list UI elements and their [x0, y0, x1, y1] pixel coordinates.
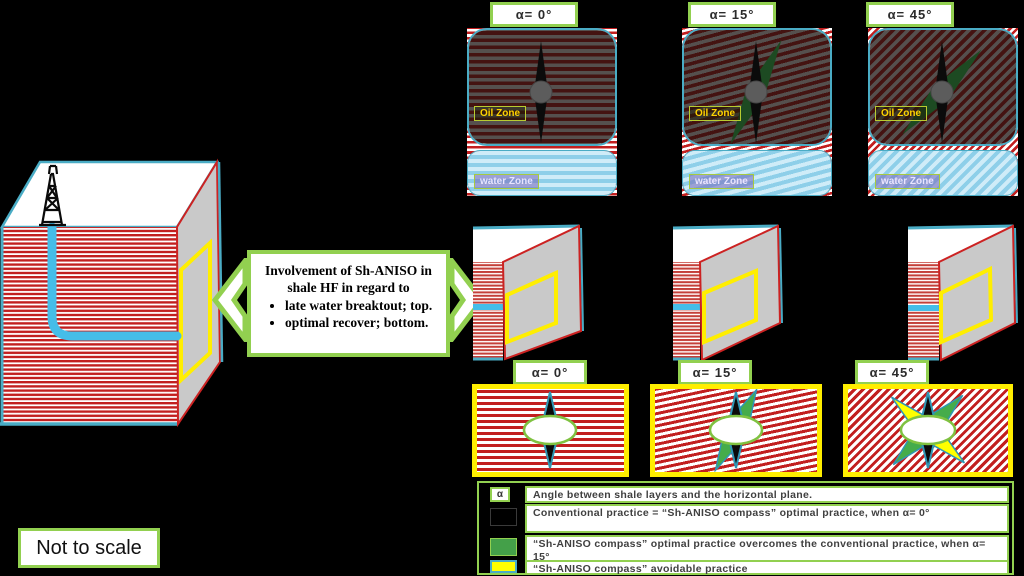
oil-water-panel-45: Oil Zone water Zone [868, 28, 1018, 196]
block-top-edge [472, 224, 580, 230]
compass-rose-icon [890, 391, 966, 469]
compass-panel-45 [843, 384, 1013, 477]
alpha-symbol: α [490, 487, 510, 502]
compass-hub [522, 414, 578, 446]
alpha-label-top-0: α= 0° [490, 2, 578, 27]
oil-zone-label: Oil Zone [875, 106, 927, 121]
alpha-label-bottom-45: α= 45° [855, 360, 929, 385]
legend-row-yellow: “Sh-ANISO compass” avoidable practice [525, 559, 1009, 575]
water-zone [682, 150, 832, 196]
oil-zone-label: Oil Zone [689, 106, 741, 121]
compass-rose-icon [708, 389, 764, 472]
callout-bullet: late water breaktout; top. [285, 298, 446, 315]
block-front-face [473, 262, 503, 359]
block-top-edge [672, 224, 779, 230]
compass-hub [930, 80, 954, 104]
compass-hub [529, 80, 553, 104]
block-top-face [473, 226, 579, 262]
water-zone-label: water Zone [875, 174, 940, 189]
fracture-frame [179, 238, 212, 385]
hf-block-3d-0 [472, 224, 584, 361]
compass-hub [899, 414, 957, 446]
oil-water-panel-15: Oil Zone water Zone [682, 28, 832, 196]
alpha-label-top-45: α= 45° [866, 2, 954, 27]
legend-table: α Angle between shale layers and the hor… [477, 481, 1014, 575]
block-top-face [673, 226, 778, 262]
compass-rose-icon [522, 391, 578, 469]
shale-block-3d [0, 158, 224, 428]
block-right-teal-edge [779, 227, 783, 324]
block-front-face [673, 262, 700, 359]
callout-box: Involvement of Sh-ANISO in shale HF in r… [247, 250, 450, 357]
water-zone-label: water Zone [474, 174, 539, 189]
callout-bullets: late water breaktout; top. optimal recov… [251, 298, 446, 332]
block-right-face [501, 224, 583, 361]
compass-hub [744, 80, 768, 104]
well-line [673, 304, 700, 310]
well-line [473, 304, 503, 310]
not-to-scale-label: Not to scale [18, 528, 160, 568]
well-path [47, 222, 182, 341]
alpha-label-bottom-15: α= 15° [678, 360, 752, 385]
water-zone [467, 150, 617, 196]
well-line [908, 305, 939, 311]
compass-icon [902, 41, 982, 143]
block-right-teal-edge [217, 161, 224, 363]
fracture-frame [702, 267, 758, 346]
block-top-edge [907, 224, 1014, 230]
compass-icon [730, 39, 782, 145]
water-zone-label: water Zone [689, 174, 754, 189]
oil-zone-label: Oil Zone [474, 106, 526, 121]
block-front-face [2, 227, 177, 424]
oil-zone [868, 28, 1018, 146]
arrow-right-icon [449, 258, 486, 342]
legend-row-green: “Sh-ANISO compass” optimal practice over… [525, 535, 1009, 563]
block-right-teal-edge [580, 227, 584, 332]
block-right-face [698, 224, 782, 362]
oil-zone [682, 28, 832, 146]
compass-panel-15 [650, 384, 822, 477]
oil-derrick-icon [39, 164, 66, 227]
block-top-face [908, 226, 1013, 262]
block-right-teal-edge [1014, 227, 1018, 324]
oil-water-panel-0: Oil Zone water Zone [467, 28, 617, 196]
block-right-face [175, 158, 222, 428]
fracture-frame [505, 269, 558, 345]
compass-panel-0 [472, 384, 629, 477]
callout-bullet: optimal recover; bottom. [285, 315, 446, 332]
water-zone [868, 150, 1018, 196]
alpha-label-top-15: α= 15° [688, 2, 776, 27]
callout-line2: shale HF in regard to [287, 279, 410, 295]
alpha-label-bottom-0: α= 0° [513, 360, 587, 385]
hf-block-3d-15 [672, 224, 783, 362]
callout-line1: Involvement of Sh-ANISO in [265, 263, 432, 278]
compass-hub [708, 414, 764, 446]
hf-block-3d-45 [907, 224, 1018, 362]
yellow-swatch [490, 560, 517, 573]
black-swatch [490, 508, 517, 526]
fracture-frame [939, 265, 994, 346]
legend-row-alpha: Angle between shale layers and the horiz… [525, 486, 1009, 503]
compass-icon [529, 41, 553, 143]
legend-row-black: Conventional practice = “Sh-ANISO compas… [525, 504, 1009, 533]
green-swatch [490, 538, 517, 556]
arrow-left-icon [211, 258, 248, 342]
